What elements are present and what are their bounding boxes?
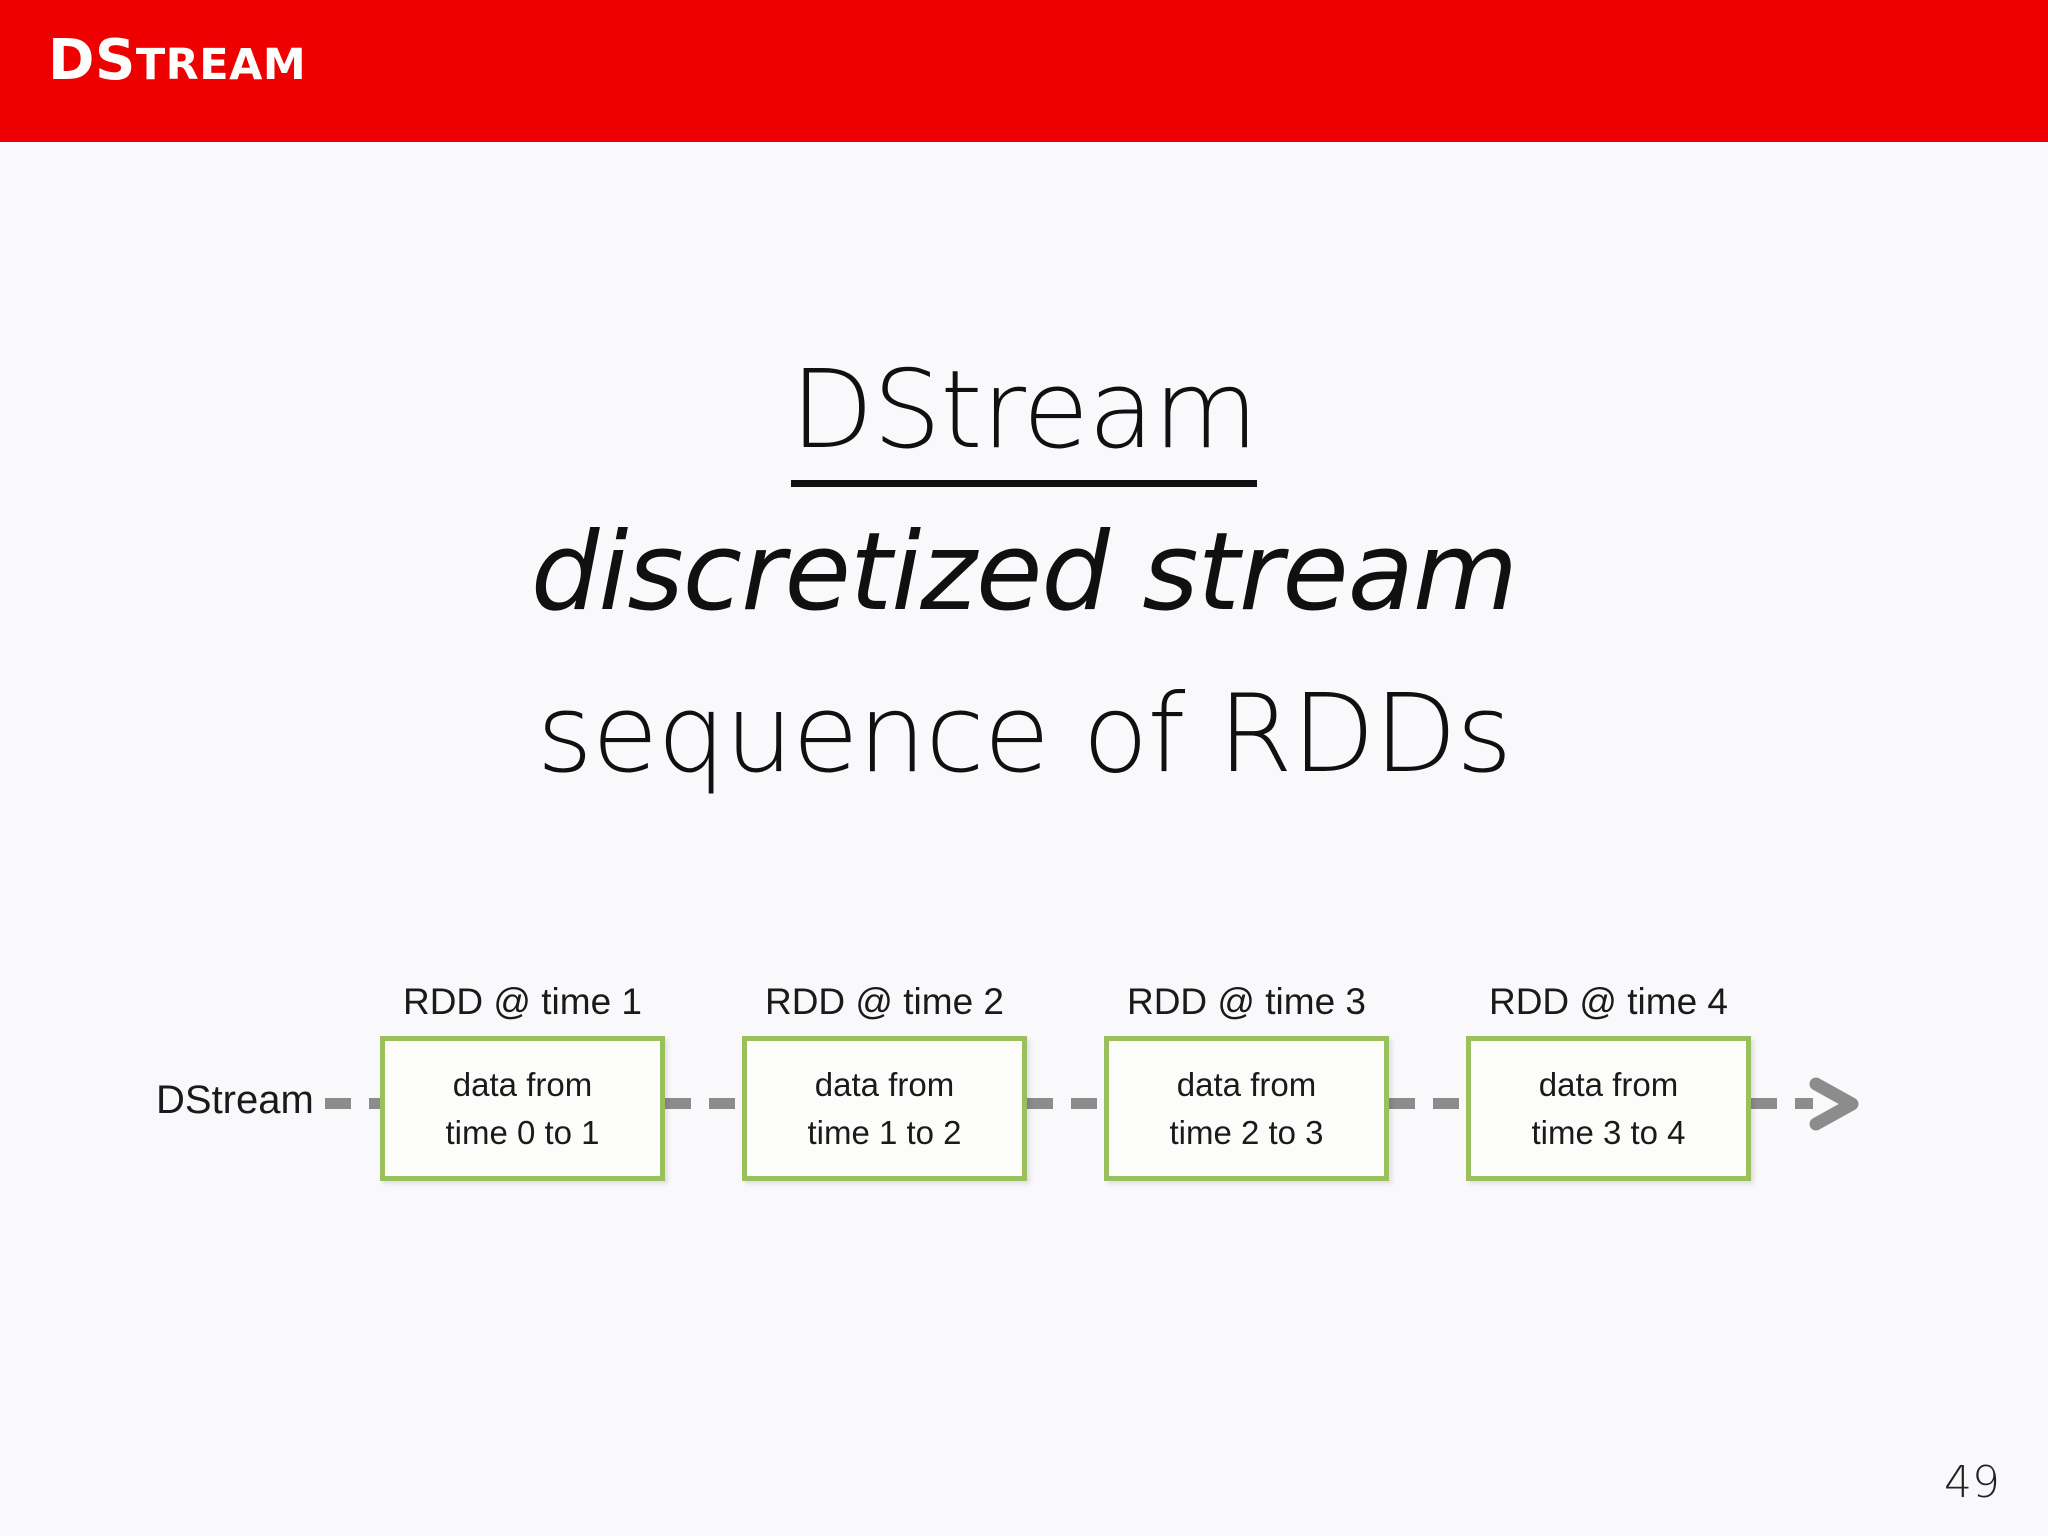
rdd-caption: RDD @ time 1: [402, 981, 643, 1022]
rdd-strip: RDD @ time 1 data from time 0 to 1 RDD @…: [380, 980, 1920, 1230]
title-line-1-wrap: DStream: [0, 330, 2048, 492]
brand-title-rest: TREAM: [135, 40, 307, 90]
rdd-box: data from time 1 to 2: [742, 1036, 1027, 1181]
brand-title: DSTREAM: [48, 26, 306, 100]
dstream-axis-label: DStream: [156, 1078, 314, 1122]
rdd-box-line-1: data from: [1538, 1065, 1679, 1103]
rdd-item: RDD @ time 1 data from time 0 to 1: [380, 980, 665, 1181]
title-block: DStream discretized stream sequence of R…: [0, 330, 2048, 816]
rdd-item: RDD @ time 3 data from time 2 to 3: [1104, 980, 1389, 1181]
dstream-diagram: DStream RDD @ time 1 data from time 0 to…: [150, 980, 2010, 1230]
rdd-caption: RDD @ time 3: [1126, 981, 1367, 1022]
rdd-box: data from time 0 to 1: [380, 1036, 665, 1181]
rdd-caption: RDD @ time 4: [1488, 981, 1729, 1022]
page-title: DStream: [790, 346, 1258, 487]
rdd-box: data from time 2 to 3: [1104, 1036, 1389, 1181]
rdd-box-line-2: time 3 to 4: [1531, 1113, 1686, 1151]
rdd-box-line-1: data from: [1176, 1065, 1317, 1103]
rdd-box-line-2: time 2 to 3: [1169, 1113, 1324, 1151]
rdd-item: RDD @ time 2 data from time 1 to 2: [742, 980, 1027, 1181]
header-band: DSTREAM: [0, 0, 2048, 142]
title-line-3: sequence of RDDs: [536, 672, 1513, 797]
connector-segment-1: [665, 1098, 745, 1109]
connector-segment-2: [1027, 1098, 1107, 1109]
title-line-2: discretized stream: [530, 510, 1518, 635]
rdd-item: RDD @ time 4 data from time 3 to 4: [1466, 980, 1751, 1181]
rdd-caption: RDD @ time 2: [764, 981, 1005, 1022]
rdd-box: data from time 3 to 4: [1466, 1036, 1751, 1181]
connector-segment-4: [1751, 1098, 1813, 1109]
rdd-box-line-1: data from: [814, 1065, 955, 1103]
brand-title-lead: DS: [48, 28, 136, 93]
connector-segment-0: [325, 1098, 385, 1109]
rdd-box-line-2: time 0 to 1: [445, 1113, 600, 1151]
page-number: 49: [1944, 1457, 2000, 1508]
arrow-right-icon: [1808, 1076, 1862, 1132]
rdd-box-line-1: data from: [452, 1065, 593, 1103]
rdd-box-line-2: time 1 to 2: [807, 1113, 962, 1151]
connector-segment-3: [1389, 1098, 1469, 1109]
